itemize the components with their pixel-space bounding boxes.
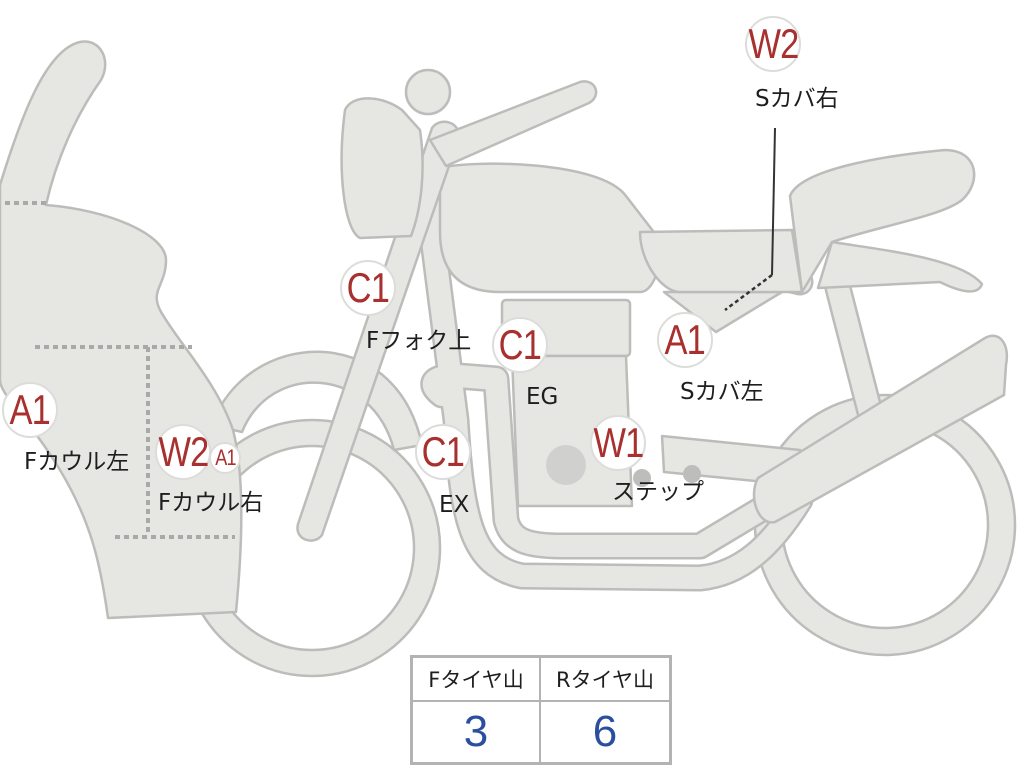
tire-tread-table: Fタイヤ山 Rタイヤ山 3 6 [410, 655, 672, 765]
damage-code-badge: W2 [745, 16, 801, 72]
damage-code-badge-small: A1 [209, 442, 241, 474]
footpeg-left [633, 469, 651, 487]
rear-tire-value: 6 [592, 707, 618, 756]
fuel-tank [438, 162, 662, 294]
front-fork [296, 120, 460, 542]
rear-tire-header: Rタイヤ山 [541, 658, 669, 702]
part-label: ステップ [612, 479, 704, 505]
tail-cowl [816, 240, 984, 293]
front-tire-header: Fタイヤ山 [413, 658, 541, 702]
front-tire-value: 3 [413, 702, 541, 762]
muffler [752, 334, 1009, 524]
damage-code: W2 [157, 428, 209, 475]
damage-code-badge: C1 [340, 260, 396, 316]
damage-code: C1 [346, 264, 390, 311]
part-label: EX [439, 492, 470, 518]
engine-body [510, 354, 634, 508]
damage-code-badge: A1 [2, 382, 58, 438]
damage-code: C1 [498, 321, 542, 368]
part-label: Sカバ左 [680, 379, 764, 405]
fairing-dotted-lines [5, 201, 235, 539]
mirror [404, 68, 452, 116]
engine-detail [546, 445, 586, 485]
headlight [340, 97, 424, 240]
damage-code-badge: A1 [657, 312, 713, 368]
seat-front [638, 228, 804, 294]
damage-code-badge: C1 [492, 317, 548, 373]
leader-line [771, 127, 776, 276]
damage-code-badge: W2 [155, 424, 211, 480]
part-label: Sカバ右 [755, 86, 839, 112]
damage-code: W1 [592, 419, 644, 466]
footpeg-right [683, 465, 701, 483]
damage-code: W2 [747, 20, 799, 67]
damage-code-badge: C1 [415, 424, 471, 480]
part-label: Fフォク上 [366, 328, 472, 354]
part-label: EG [526, 384, 559, 410]
handlebar [428, 80, 598, 168]
front-fairing [0, 40, 243, 620]
damage-code: A1 [664, 316, 706, 363]
part-label: Fカウル左 [24, 449, 130, 475]
damage-code: A1 [9, 386, 51, 433]
part-label: Fカウル右 [158, 490, 264, 516]
leader-line-dashed [724, 273, 773, 312]
damage-code-badge: W1 [590, 415, 646, 471]
seat-rear [788, 148, 976, 294]
damage-code: C1 [421, 428, 465, 475]
damage-code: A1 [214, 445, 236, 470]
